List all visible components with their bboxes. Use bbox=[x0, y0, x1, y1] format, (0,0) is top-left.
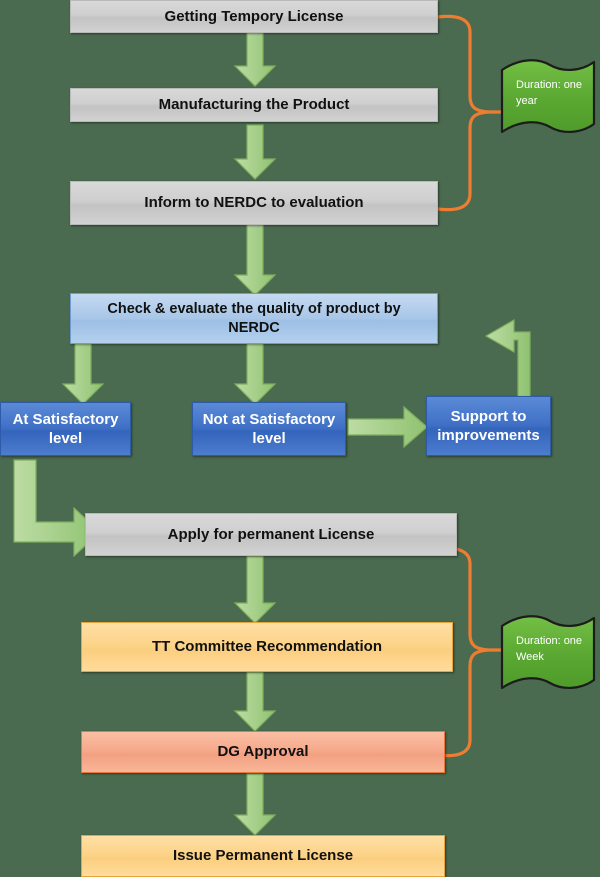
arrow-down-icon bbox=[61, 342, 105, 405]
loop-arrow-icon bbox=[440, 312, 550, 403]
node-apply-permanent-license[interactable]: Apply for permanent License bbox=[85, 513, 457, 556]
node-getting-temporary-license[interactable]: Getting Tempory License bbox=[70, 0, 438, 33]
node-dg-approval[interactable]: DG Approval bbox=[81, 731, 445, 773]
arrow-right-icon bbox=[347, 405, 428, 449]
flag-icon: Duration: one year bbox=[498, 56, 598, 142]
node-check-evaluate-quality[interactable]: Check & evaluate the quality of product … bbox=[70, 293, 438, 344]
node-at-satisfactory-level[interactable]: At Satisfactory level bbox=[0, 402, 131, 456]
flag-label-top: Duration: one year bbox=[516, 79, 583, 107]
node-manufacturing-the-product[interactable]: Manufacturing the Product bbox=[70, 88, 438, 122]
arrow-down-icon bbox=[233, 773, 277, 836]
arrow-down-icon bbox=[233, 671, 277, 732]
arrow-down-icon bbox=[233, 342, 277, 405]
arrow-down-icon bbox=[233, 555, 277, 624]
curly-bracket-icon bbox=[436, 540, 508, 766]
flag-label-bottom: Duration: one Week bbox=[516, 635, 583, 663]
arrow-down-icon bbox=[233, 124, 277, 180]
flag-icon: Duration: one Week bbox=[498, 612, 598, 698]
node-tt-committee-recommendation[interactable]: TT Committee Recommendation bbox=[81, 622, 453, 672]
node-support-to-improvements[interactable]: Support to improvements bbox=[426, 396, 551, 456]
arrow-down-icon bbox=[233, 31, 277, 87]
node-not-at-satisfactory-level[interactable]: Not at Satisfactory level bbox=[192, 402, 346, 456]
arrow-down-icon bbox=[233, 223, 277, 296]
curly-bracket-icon bbox=[436, 8, 508, 220]
node-issue-permanent-license[interactable]: Issue Permanent License bbox=[81, 835, 445, 877]
node-inform-nerdc[interactable]: Inform to NERDC to evaluation bbox=[70, 181, 438, 225]
